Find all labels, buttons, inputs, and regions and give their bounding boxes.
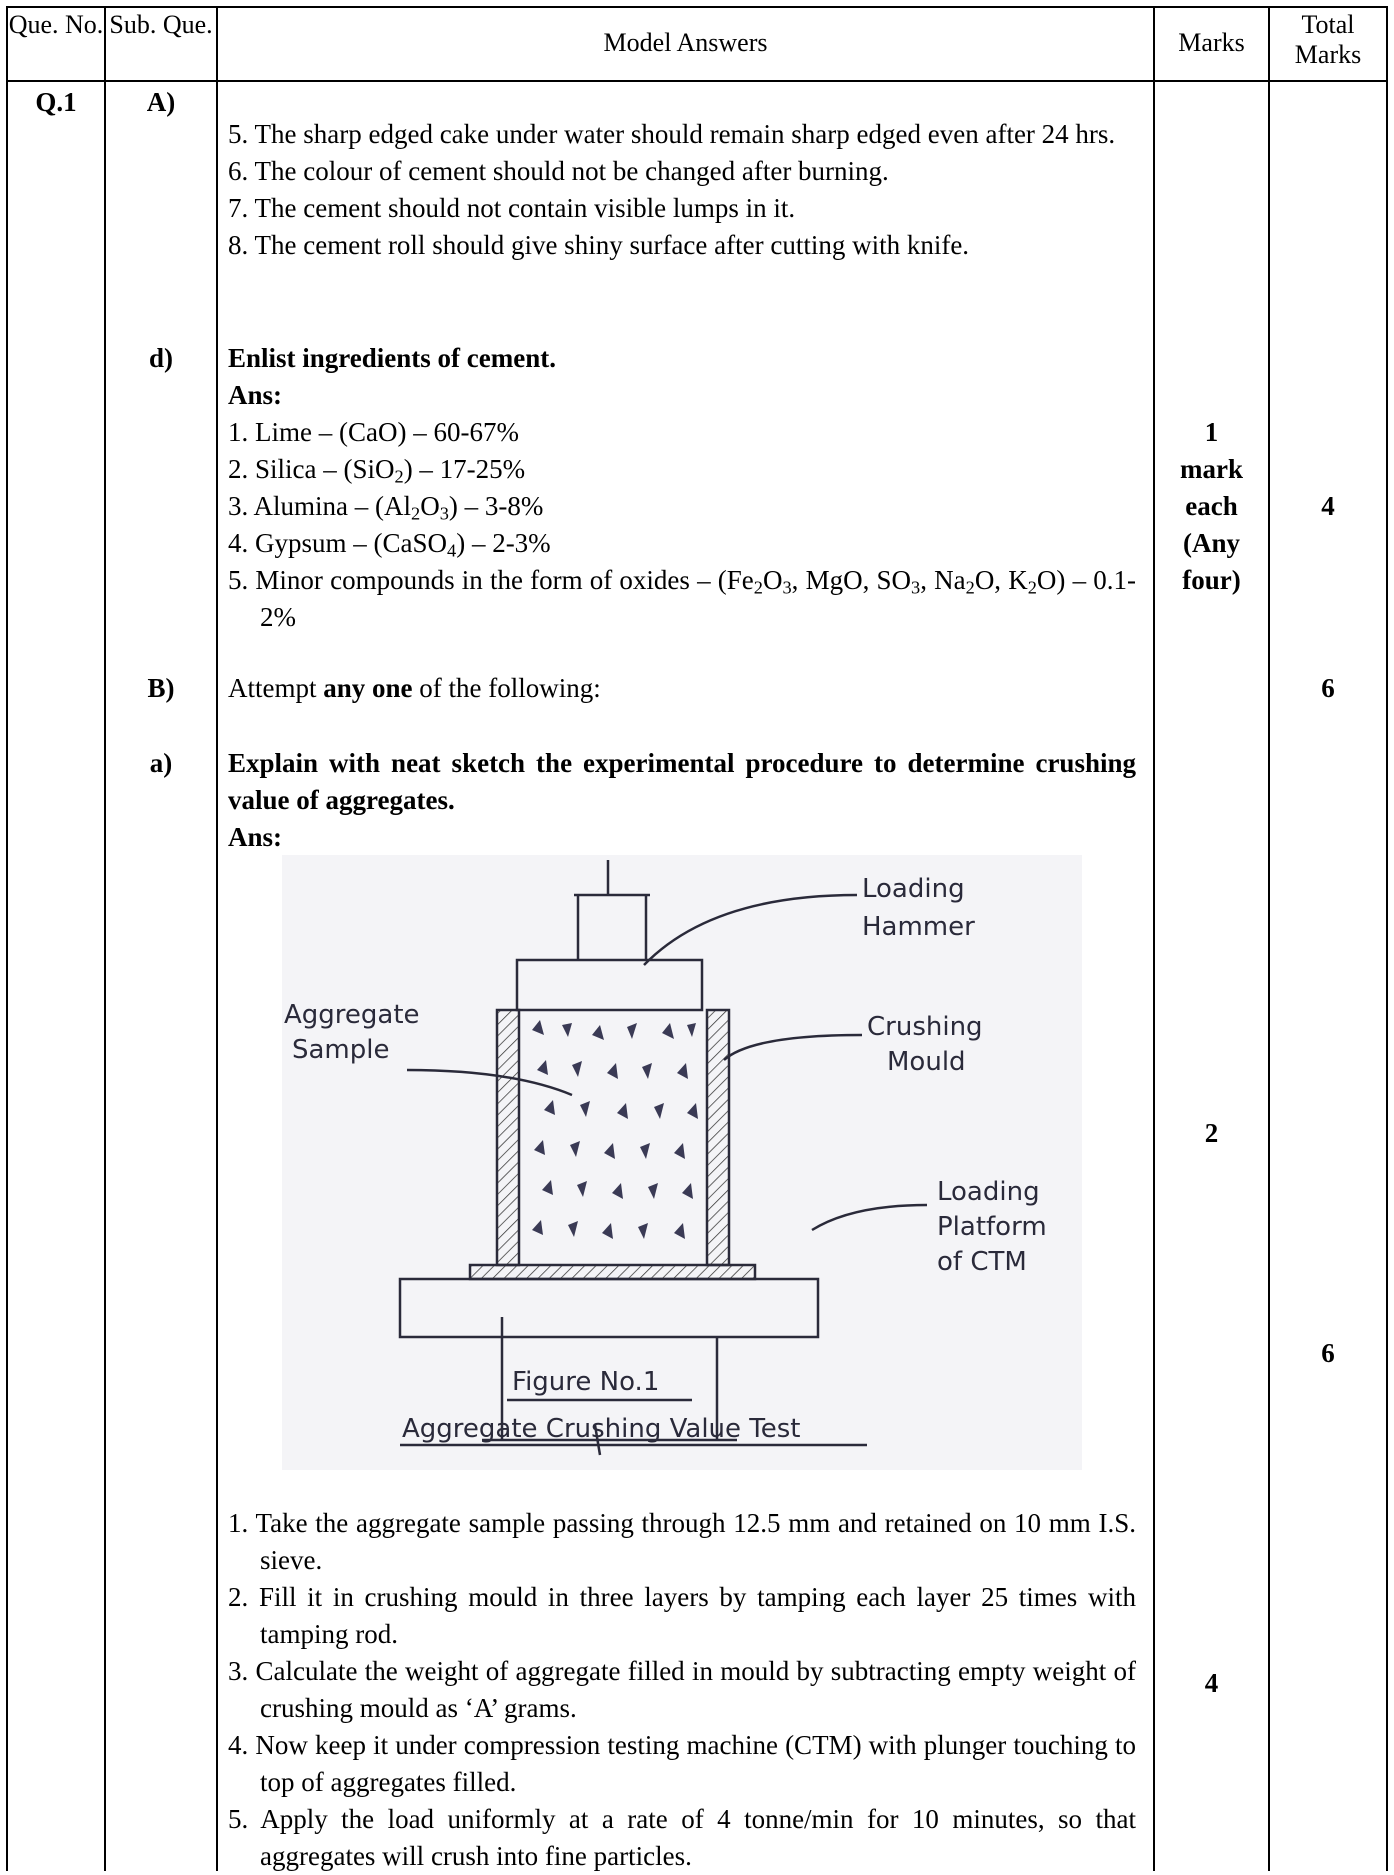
list-item: 3. Alumina – (Al2O3) – 3-8% — [228, 491, 544, 524]
list-item: 7. The cement should not contain visible… — [228, 193, 796, 223]
svg-text:Sample: Sample — [292, 1035, 390, 1065]
svg-text:Crushing: Crushing — [867, 1012, 983, 1042]
column-divider-1 — [104, 6, 106, 1871]
list-item: 5. Apply the load uniformly at a rate of… — [228, 1804, 1136, 1871]
svg-text:Loading: Loading — [937, 1177, 1040, 1207]
header-sub-que: Sub. Que. — [109, 10, 213, 39]
svg-text:Aggregate: Aggregate — [284, 1000, 420, 1030]
sub-question-A-label: A) — [146, 87, 176, 117]
list-item: 2. Fill it in crushing mould in three la… — [228, 1582, 1136, 1649]
svg-text:of CTM: of CTM — [937, 1247, 1027, 1277]
aggregate-crushing-sketch: Loading Hammer Crushing Mould Aggregate … — [282, 855, 1082, 1470]
sub-question-d-label: d) — [148, 343, 173, 373]
header-total-marks: Total Marks — [1294, 10, 1362, 69]
part-a-question: Explain with neat sketch the experimenta… — [228, 748, 1136, 815]
part-B-instruction: Attempt any one of the following: — [228, 673, 601, 703]
header-model-answers: Model Answers — [603, 28, 768, 57]
column-divider-2 — [216, 6, 218, 1871]
question-number: Q.1 — [35, 87, 77, 117]
svg-text:Platform: Platform — [937, 1212, 1047, 1242]
steps-marks: 4 — [1204, 1668, 1219, 1698]
sketch-marks: 2 — [1204, 1118, 1219, 1148]
part-B-total-marks: 6 — [1321, 673, 1335, 703]
list-item: 6. The colour of cement should not be ch… — [228, 156, 889, 186]
list-item: 5. The sharp edged cake under water shou… — [228, 119, 1116, 149]
part-a-ans-label: Ans: — [228, 822, 283, 852]
part-A-list: 5. The sharp edged cake under water shou… — [228, 116, 1136, 264]
svg-text:Loading: Loading — [862, 874, 965, 904]
header-que-no: Que. No. — [8, 10, 104, 39]
sub-question-a-label: a) — [149, 748, 173, 778]
part-a-question-block: Explain with neat sketch the experimenta… — [228, 745, 1136, 856]
list-item: 1. Lime – (CaO) – 60-67% — [228, 417, 519, 447]
list-item: 8. The cement roll should give shiny sur… — [228, 230, 970, 260]
column-divider-3 — [1153, 6, 1155, 1871]
list-item: 2. Silica – (SiO2) – 17-25% — [228, 454, 526, 487]
part-d-question: Enlist ingredients of cement. — [228, 343, 556, 373]
part-d-marks: 1 mark each (Any four) — [1180, 417, 1243, 595]
svg-text:Aggregate Crushing Value Test: Aggregate Crushing Value Test — [402, 1414, 800, 1444]
part-d-answer: Enlist ingredients of cement. Ans: 1. Li… — [228, 340, 1136, 636]
header-marks: Marks — [1178, 28, 1245, 57]
svg-text:Figure No.1: Figure No.1 — [512, 1367, 659, 1397]
table-border-right — [1386, 6, 1388, 1871]
list-item: 4. Now keep it under compression testing… — [228, 1730, 1136, 1797]
part-a-total-marks: 6 — [1321, 1338, 1335, 1368]
part-d-total-marks: 4 — [1321, 491, 1335, 521]
header-divider — [6, 80, 1388, 82]
sketch-drawing: Loading Hammer Crushing Mould Aggregate … — [284, 860, 1047, 1456]
table-border-top — [6, 6, 1388, 8]
list-item: 1. Take the aggregate sample passing thr… — [228, 1508, 1136, 1575]
part-d-ans-label: Ans: — [228, 380, 283, 410]
svg-text:Mould: Mould — [887, 1047, 966, 1077]
svg-text:Hammer: Hammer — [862, 912, 975, 942]
list-item: 4. Gypsum – (CaSO4) – 2-3% — [228, 528, 551, 561]
procedure-steps: 1. Take the aggregate sample passing thr… — [228, 1505, 1136, 1875]
column-divider-4 — [1268, 6, 1270, 1871]
table-border-left — [6, 6, 8, 1871]
list-item: 3. Calculate the weight of aggregate fil… — [228, 1656, 1136, 1723]
list-item: 5. Minor compounds in the form of oxides… — [228, 565, 1137, 632]
sub-question-B-label: B) — [147, 673, 175, 703]
